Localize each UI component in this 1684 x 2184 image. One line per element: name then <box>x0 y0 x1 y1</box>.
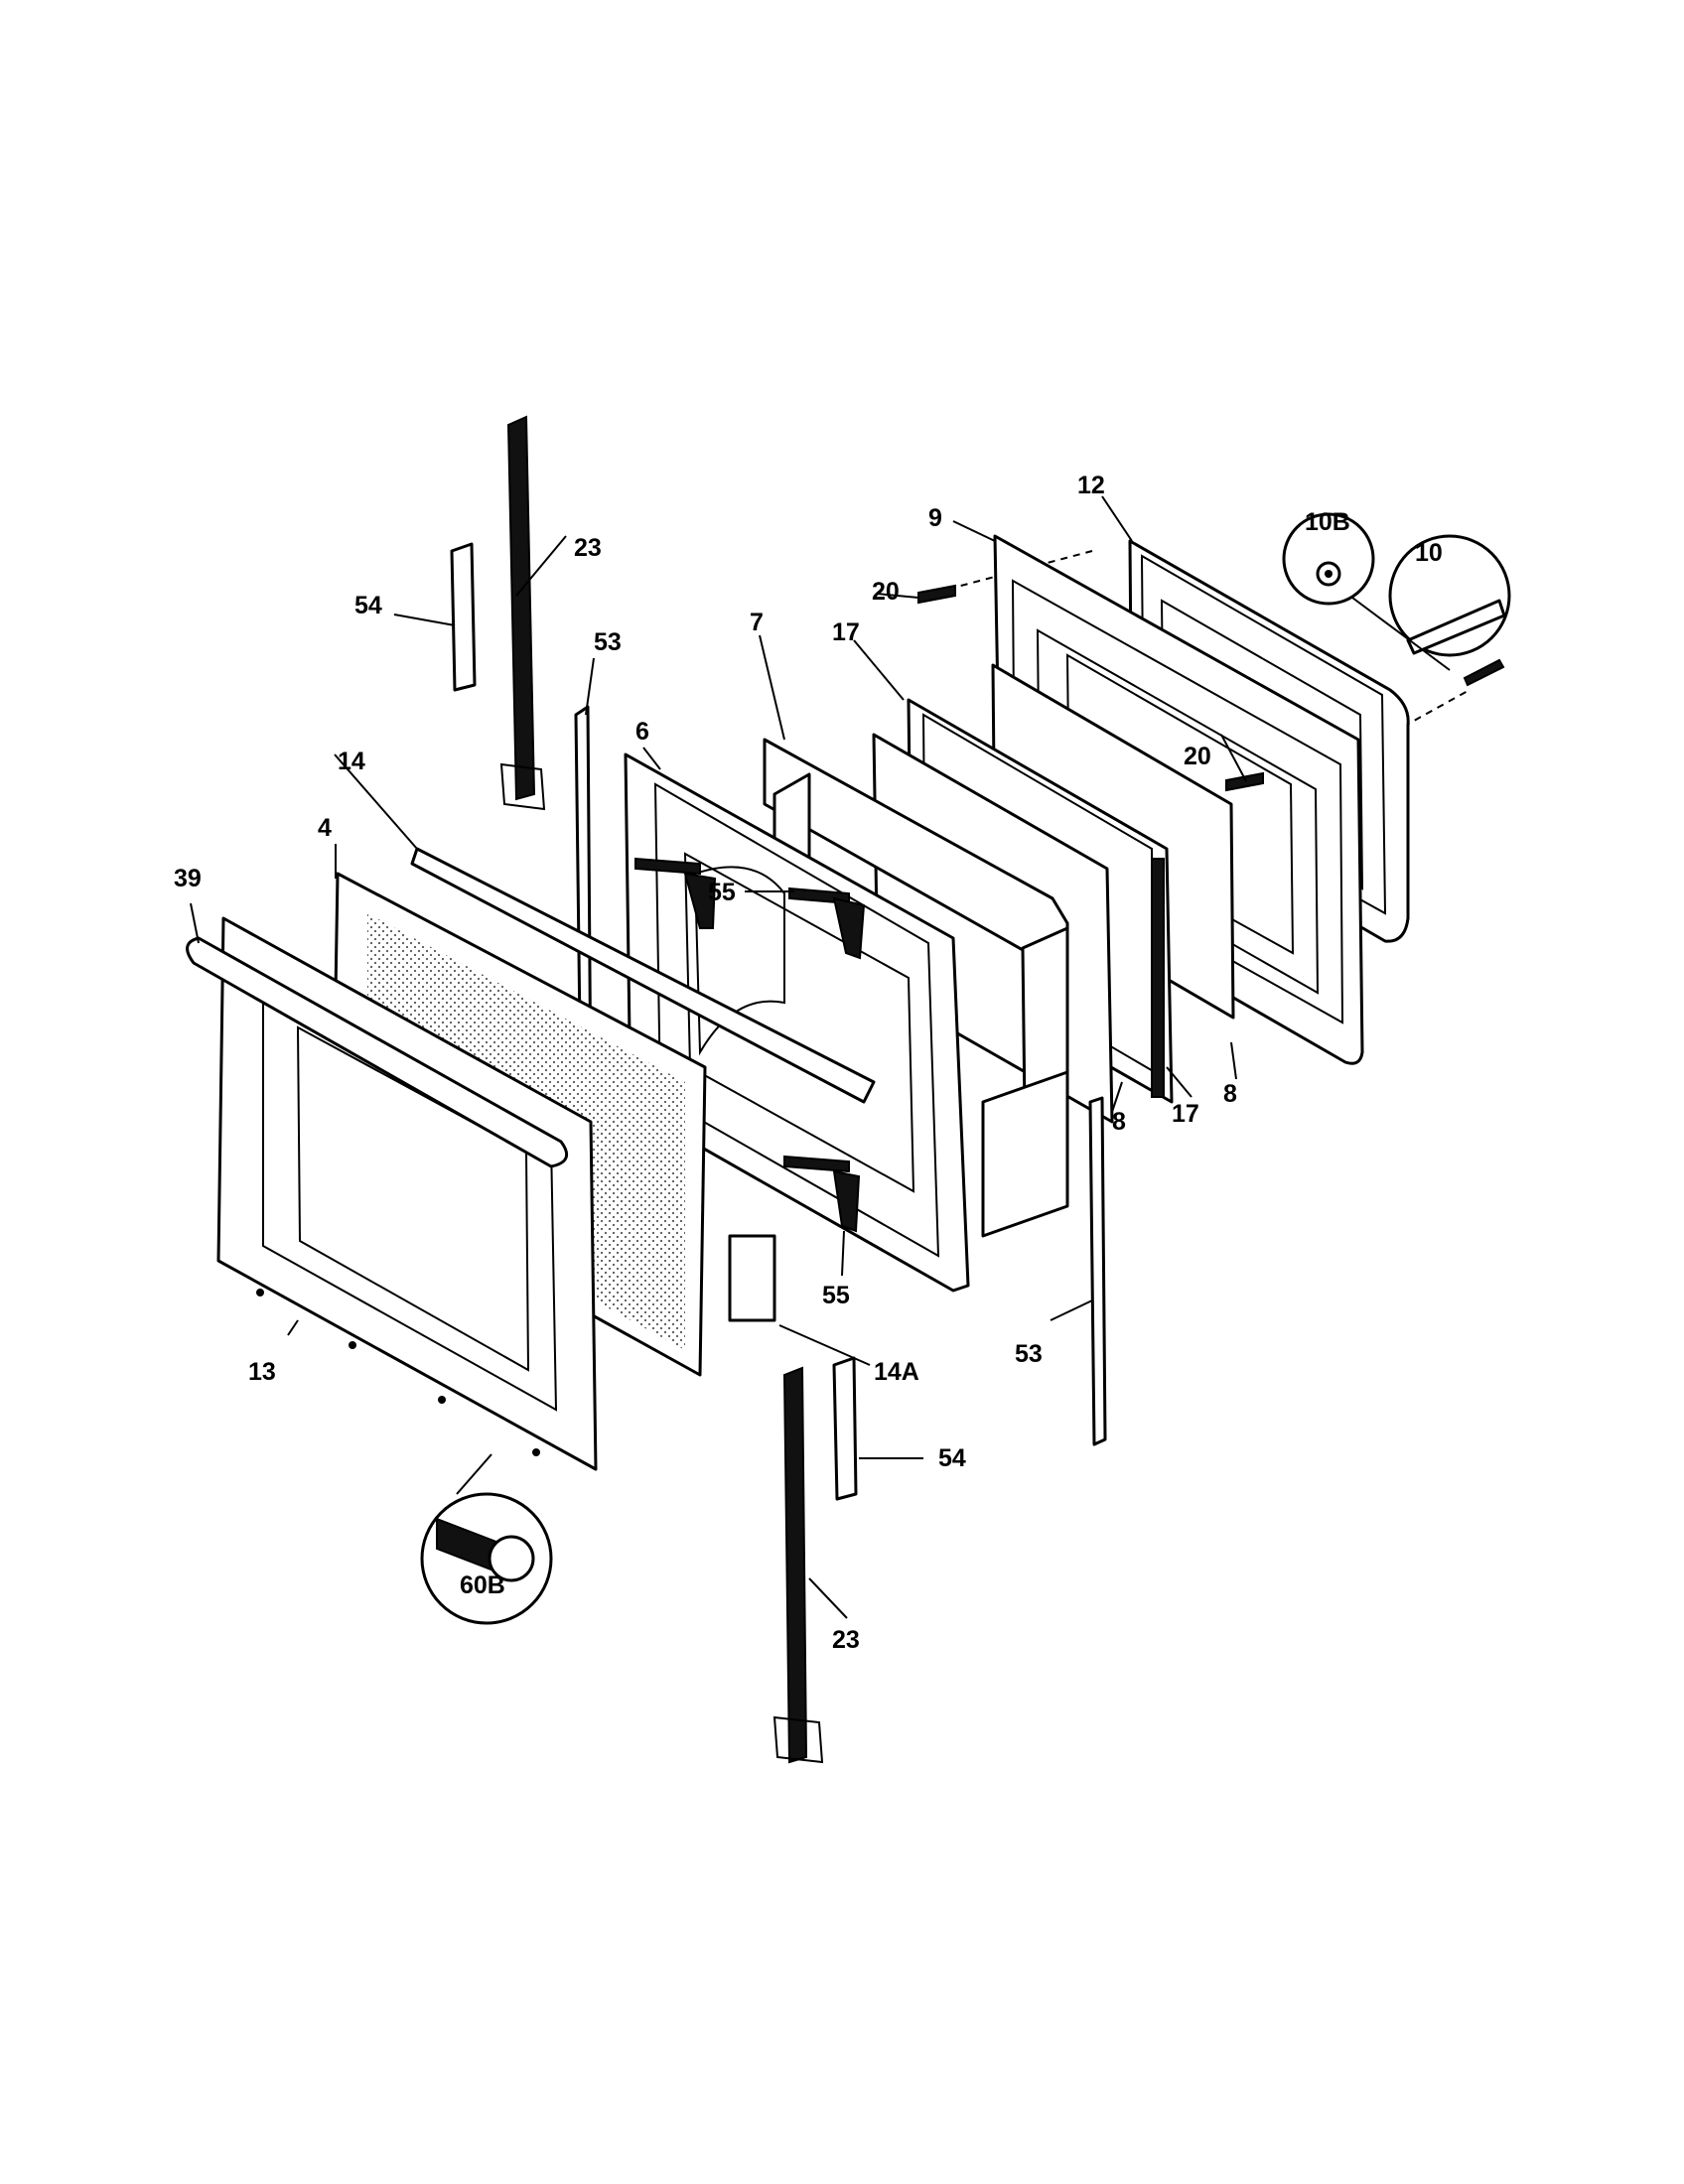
callout-54-bottom: 54 <box>938 1444 966 1472</box>
callout-17-top: 17 <box>832 618 860 646</box>
door-screw-4 <box>532 1448 540 1456</box>
part-23-hinge-top <box>499 415 546 811</box>
part-53-side-trim-right <box>1088 1096 1107 1446</box>
callout-8-rear: 8 <box>1223 1080 1237 1108</box>
callout-53-bottom: 53 <box>1015 1340 1043 1368</box>
door-screw-3 <box>438 1396 446 1404</box>
part-14-top-trim <box>410 847 876 1104</box>
callout-9: 9 <box>928 504 942 532</box>
callout-39: 39 <box>174 865 202 892</box>
callout-6: 6 <box>635 718 649 746</box>
callout-23-bottom: 23 <box>832 1626 860 1654</box>
callout-10b: 10B <box>1305 508 1350 536</box>
callout-55-top: 55 <box>708 879 736 906</box>
callout-20-right: 20 <box>1184 743 1211 770</box>
part-20-screw-top <box>917 584 956 605</box>
part-20-screw-right <box>1225 771 1264 792</box>
callout-13: 13 <box>248 1358 276 1386</box>
callout-4: 4 <box>318 814 332 842</box>
door-screw-2 <box>349 1341 356 1349</box>
callout-60b: 60B <box>460 1571 505 1599</box>
part-23-hinge-bottom <box>772 1366 824 1764</box>
part-10-fastener <box>1463 658 1505 687</box>
part-7-insulation <box>763 738 1069 1238</box>
part-54-hinge-cover-top <box>450 542 477 692</box>
callout-10: 10 <box>1415 539 1443 567</box>
callout-53-top: 53 <box>594 628 622 656</box>
callout-12: 12 <box>1077 472 1105 499</box>
callout-54-top: 54 <box>354 592 382 619</box>
part-10-inset <box>1388 534 1511 657</box>
callout-7: 7 <box>750 609 764 636</box>
callout-14a: 14A <box>874 1358 919 1386</box>
part-54-hinge-cover-bottom <box>832 1356 858 1501</box>
part-39-door-handle <box>186 936 569 1168</box>
part-10b-leader <box>1351 597 1451 671</box>
part-14a-label <box>728 1234 776 1322</box>
callout-55-bottom: 55 <box>822 1282 850 1309</box>
callout-23-top: 23 <box>574 534 602 562</box>
door-screw-1 <box>256 1289 264 1297</box>
callout-labels: 4 6 7 8 8 9 10 10B 12 13 14 14A 17 17 20… <box>174 472 1443 1654</box>
callout-20-top: 20 <box>872 578 900 606</box>
part-10b-inset <box>1282 512 1375 606</box>
retainer-side-bar <box>1151 858 1165 1098</box>
leader-lines <box>190 495 1247 1619</box>
callout-14: 14 <box>338 748 365 775</box>
part-60b-inset <box>420 1492 553 1625</box>
part-55-hinge-receivers <box>634 857 866 1233</box>
callout-8-middle: 8 <box>1112 1108 1126 1136</box>
callout-17-bottom: 17 <box>1172 1100 1199 1128</box>
